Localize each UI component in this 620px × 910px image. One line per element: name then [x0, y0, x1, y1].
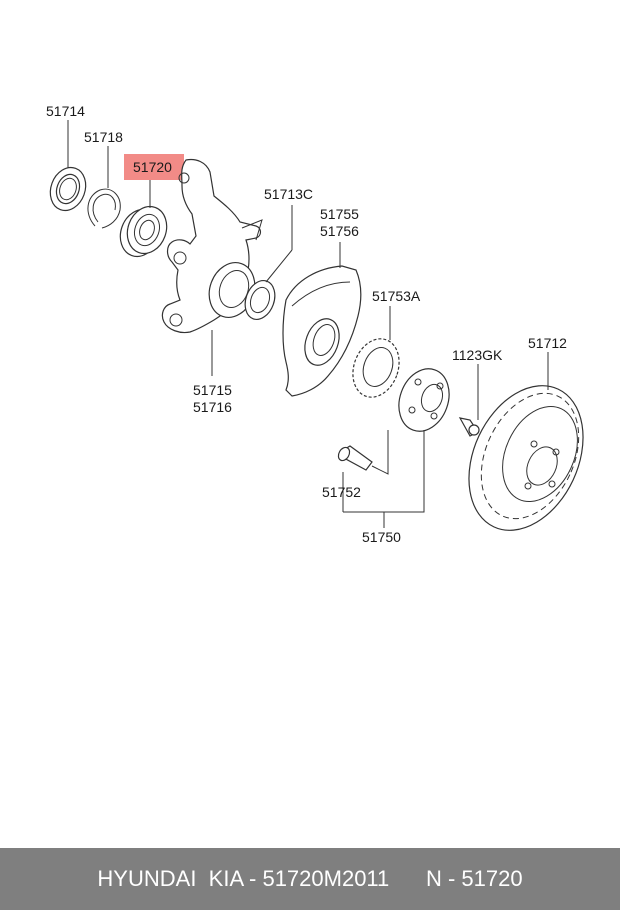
label-51714: 51714 — [46, 103, 85, 119]
screw-1123gk — [458, 417, 480, 437]
label-51750: 51750 — [362, 529, 401, 545]
oil-seal-51714 — [49, 166, 87, 212]
footer-part-ref: N - 51720 — [425, 866, 523, 891]
hub-bolt-51752 — [337, 445, 373, 471]
steering-knuckle-51715 — [161, 158, 263, 334]
wheel-hub-51750 — [398, 368, 450, 432]
snap-ring-51718 — [87, 188, 121, 229]
exploded-parts-diagram: 51714 51718 51720 51713C 51755 51756 517… — [46, 103, 584, 545]
wheel-bearing-51720 — [119, 205, 168, 258]
highlight-box — [124, 154, 184, 180]
footer-spacer — [389, 866, 426, 892]
tone-wheel-51753a — [352, 338, 400, 398]
label-51716: 51716 — [193, 399, 232, 415]
brake-disc-51712 — [468, 385, 584, 531]
label-51720: 51720 — [133, 159, 172, 175]
label-1123gk: 1123GK — [452, 347, 503, 363]
label-51715: 51715 — [193, 382, 232, 398]
label-51755: 51755 — [320, 206, 359, 222]
label-51712: 51712 — [528, 335, 567, 351]
part-number-footer: HYUNDAI KIA - 51720M2011 N - 51720 — [0, 848, 620, 910]
dust-cover-51755 — [282, 265, 362, 397]
label-51713c: 51713C — [264, 186, 313, 202]
footer-brand-part: HYUNDAI KIA - 51720M2011 — [97, 866, 390, 891]
label-51756: 51756 — [320, 223, 359, 239]
label-51752: 51752 — [322, 484, 361, 500]
label-51753a: 51753A — [372, 288, 421, 304]
label-51718: 51718 — [84, 129, 123, 145]
